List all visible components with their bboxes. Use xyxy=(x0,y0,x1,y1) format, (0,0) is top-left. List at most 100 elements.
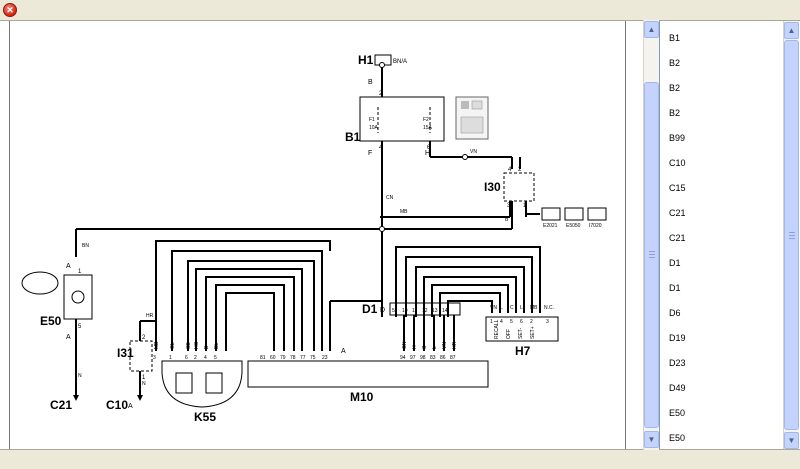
h1-text: BN/A xyxy=(393,59,407,65)
diagram-scrollbar-track[interactable]: ▲ ▼ xyxy=(643,20,659,450)
diagram-scroll-up-button[interactable]: ▲ xyxy=(644,21,659,38)
m10-wire-label: VN xyxy=(442,342,448,349)
m10-pin-label: 97 xyxy=(410,355,416,361)
b1-code-left: F xyxy=(368,150,372,157)
m10-pin-label: 78 xyxy=(290,355,296,361)
m10-pin-label: 81 xyxy=(260,355,266,361)
wire-b: B xyxy=(505,217,509,223)
k55-pin-label: 1 xyxy=(169,355,172,361)
wire-n-e50: N xyxy=(78,373,82,379)
m10-pin-label: 87 xyxy=(450,355,456,361)
k55-pin-label: 5 xyxy=(214,355,217,361)
close-icon[interactable]: ✕ xyxy=(3,3,17,17)
list-scroll-down-button[interactable]: ▼ xyxy=(784,432,799,449)
right-margin-line xyxy=(625,21,626,449)
list-item[interactable]: C15 xyxy=(669,183,686,193)
h7-wire-label: VN xyxy=(490,305,497,311)
list-item[interactable]: C10 xyxy=(669,158,686,168)
m10-pin-label: 79 xyxy=(280,355,286,361)
left-margin-line xyxy=(9,21,10,449)
list-item[interactable]: B2 xyxy=(669,108,681,118)
wire-n-i31: N xyxy=(142,381,146,387)
k55-wire-label: BL xyxy=(214,343,220,349)
m10-pin-label: 86 xyxy=(440,355,446,361)
h7-function-label: RECALL xyxy=(494,319,500,339)
h7-wire-label: MB xyxy=(530,305,538,311)
list-item[interactable]: C21 xyxy=(669,208,686,218)
list-scroll-up-button[interactable]: ▲ xyxy=(784,22,799,39)
i30-pin-3: 3 xyxy=(507,203,511,209)
h7-wire-label: C xyxy=(510,305,514,311)
list-item[interactable]: B99 xyxy=(669,133,686,143)
e50-code-bottom: A xyxy=(66,334,71,341)
h7-wire-label: L xyxy=(520,305,523,311)
k55-wire-label: GL xyxy=(170,342,176,349)
h7-function-label: OFF xyxy=(506,329,512,339)
connector-b1-label: B1 xyxy=(345,130,361,144)
b1-code: B xyxy=(368,79,373,86)
h7-function-label: SET- xyxy=(518,328,524,339)
h7-pin-label: 6 xyxy=(520,319,523,325)
b1-pin-right: 6 xyxy=(427,145,431,151)
list-item[interactable]: B2 xyxy=(669,58,681,68)
list-item[interactable]: D19 xyxy=(669,333,686,343)
list-item[interactable]: D23 xyxy=(669,358,686,368)
e50-code-top: A xyxy=(66,263,71,270)
connector-m10-label: M10 xyxy=(350,390,374,404)
connector-k55-label: K55 xyxy=(194,410,216,424)
h7-pin-label: 2 xyxy=(530,319,533,325)
i30-icon-1: E2021 xyxy=(543,223,558,229)
wire-bn: BN xyxy=(82,243,89,249)
k55-wire-label: HG xyxy=(194,341,200,349)
fuse-f2-num: F2 xyxy=(423,117,429,123)
list-item[interactable]: D6 xyxy=(669,308,681,318)
m10-wire-label: GN xyxy=(402,341,408,349)
i30-icon-3: I7020 xyxy=(589,223,602,229)
wire-mb: MB xyxy=(400,209,408,215)
list-scrollbar-track[interactable]: ▲ ▼ xyxy=(783,21,799,449)
connector-d1-label: D1 xyxy=(362,302,378,316)
wire-vn: VN xyxy=(470,149,477,155)
list-scroll-thumb[interactable] xyxy=(784,40,799,430)
list-item[interactable]: B1 xyxy=(669,33,681,43)
wire-cn: CN xyxy=(386,195,394,201)
connector-h1-label: H1 xyxy=(358,53,374,67)
i30-pin-2: 2 xyxy=(518,167,522,173)
list-item[interactable]: E50 xyxy=(669,433,686,443)
m10-wire-label: H xyxy=(412,345,418,349)
list-item[interactable]: D49 xyxy=(669,383,686,393)
status-bar xyxy=(0,450,800,469)
h7-pin-label: 3 xyxy=(546,319,549,325)
diagram-scroll-thumb[interactable] xyxy=(644,82,659,428)
k55-wire-label: B xyxy=(204,345,210,349)
d1-pin-label: 11 xyxy=(412,308,417,314)
m10-pin-label: 98 xyxy=(420,355,426,361)
i31-pin-top: 2 xyxy=(142,335,146,341)
m10-wire-label: HR xyxy=(452,341,458,349)
d1-pin-label: 12 xyxy=(422,308,428,314)
connector-c21-label: C21 xyxy=(50,398,72,412)
d1-pin-label: 14 xyxy=(442,308,448,314)
m10-pin-label: 83 xyxy=(430,355,436,361)
diagram-scrollbar[interactable]: ▲ ▼ xyxy=(643,20,659,450)
k55-wire-label: SB xyxy=(186,342,192,349)
d1-code: D xyxy=(380,307,385,314)
list-item[interactable]: D1 xyxy=(669,283,681,293)
h7-function-label: SET+ xyxy=(530,326,536,339)
e50-pin-bottom: 5 xyxy=(78,324,82,330)
m10-pin-label: 60 xyxy=(270,355,276,361)
list-item[interactable]: D1 xyxy=(669,258,681,268)
diagram-scroll-down-button[interactable]: ▼ xyxy=(644,431,659,448)
connector-i30-label: I30 xyxy=(484,180,501,194)
k55-pin-label: 4 xyxy=(204,355,207,361)
list-item[interactable]: E50 xyxy=(669,408,686,418)
list-item[interactable]: C21 xyxy=(669,233,686,243)
list-item[interactable]: B2 xyxy=(669,83,681,93)
i30-pin-1: 1 xyxy=(523,203,527,209)
wiring-diagram-pane: H1 BN/A B1 B 2 F H 4 6 F1 10A F2 15A I30… xyxy=(0,20,643,450)
connector-h7-label: H7 xyxy=(515,344,531,358)
i31-pin-bottom: 1 xyxy=(142,375,146,381)
i30-pin-4: 4 xyxy=(508,167,512,173)
e50-pin-top: 1 xyxy=(78,269,82,275)
